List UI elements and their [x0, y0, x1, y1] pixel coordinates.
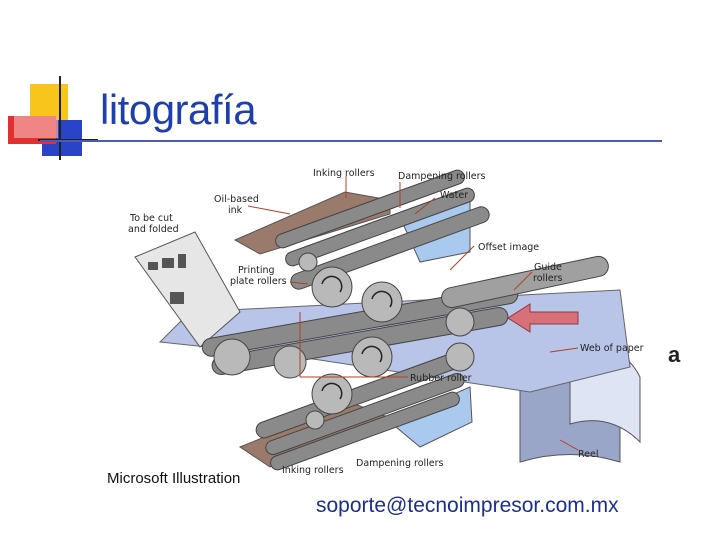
contact-email[interactable]: soporte@tecnoimpresor.com.mx — [316, 494, 619, 517]
label-rubber-roller: Rubber roller — [410, 373, 472, 384]
label-inking-rollers-bottom: Inking rollers — [282, 465, 344, 476]
lithography-press-diagram: Inking rollers Dampening rollers Water O… — [128, 168, 644, 476]
roller-ends — [213, 252, 475, 430]
label-inking-rollers-top: Inking rollers — [313, 168, 375, 179]
cropped-text-fragment: a — [668, 342, 681, 367]
label-web-of-paper: Web of paper — [580, 343, 644, 354]
rotation-arrows — [321, 275, 393, 400]
label-water: Water — [440, 190, 468, 201]
corner-decoration-icon — [8, 76, 98, 160]
slide-title: litografía — [100, 86, 257, 133]
cut-sheet-printing — [148, 254, 186, 304]
label-reel: Reel — [578, 449, 599, 460]
title-underline — [40, 140, 662, 142]
label-offset-image: Offset image — [478, 242, 539, 253]
label-dampening-rollers-bottom: Dampening rollers — [356, 458, 444, 469]
cut-sheets — [134, 231, 241, 348]
paper-feed-arrow — [507, 303, 579, 333]
illustration-credit: Microsoft Illustration — [107, 470, 241, 487]
leader-lines — [247, 176, 579, 451]
label-dampening-rollers-top: Dampening rollers — [398, 171, 486, 182]
